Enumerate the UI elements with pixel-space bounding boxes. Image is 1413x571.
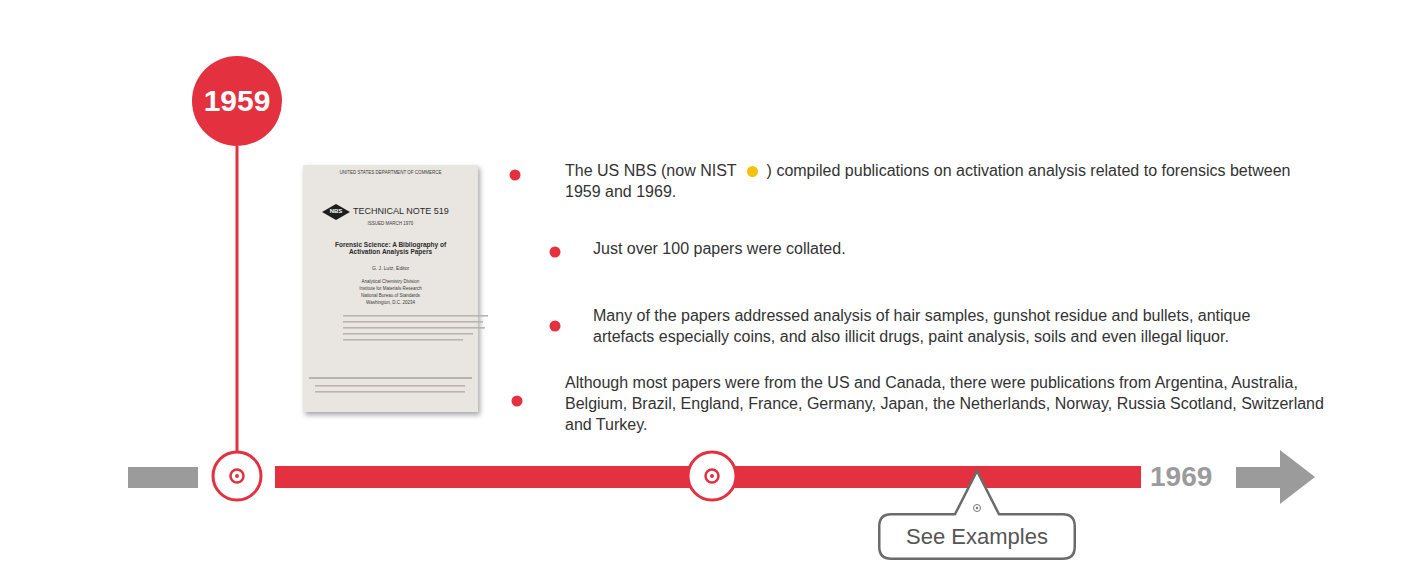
bullet-paragraph: Many of the papers addressed analysis of… (593, 305, 1293, 347)
bullet-dot (510, 170, 521, 181)
cover-text: G. J. Lutz, Editor (303, 266, 478, 272)
year-circle: 1959 (192, 56, 282, 146)
callout-label: See Examples (906, 524, 1048, 550)
bullet-dot (550, 321, 561, 332)
bullet-text: Just over 100 papers were collated. (593, 240, 846, 257)
bullet-paragraph: Although most papers were from the US an… (565, 372, 1335, 435)
end-year: 1969 (1150, 461, 1212, 493)
bullet-dot (512, 396, 523, 407)
cover-text: NBS (322, 208, 350, 215)
callout-box: See Examples (878, 513, 1076, 560)
cover-text: Forensic Science: A Bibliography of Acti… (331, 241, 450, 256)
year-label: 1959 (204, 84, 271, 118)
bullet-text: Although most papers were from the US an… (565, 374, 1324, 433)
bullet-text: The US NBS (now NIST (565, 162, 737, 179)
timeline-marker (688, 452, 736, 500)
document-cover: UNITED STATES DEPARTMENT OF COMMERCE NBST… (303, 165, 478, 412)
bullet-paragraph: Just over 100 papers were collated. (593, 238, 1293, 259)
nist-marker (747, 166, 758, 177)
year-stem (236, 146, 239, 453)
bullet-paragraph: The US NBS (now NIST) compiled publicati… (565, 160, 1305, 202)
timeline-stub (128, 467, 198, 488)
cover-text: National Bureau of Standards (303, 293, 478, 298)
cover-text: Institute for Materials Research (303, 286, 478, 291)
cover-text: Analytical Chemistry Division (303, 279, 478, 284)
bullet-dot (550, 247, 561, 258)
timeline-marker (213, 452, 261, 500)
cover-text: ISSUED MARCH 1970 (303, 221, 478, 226)
cover-text: Washington, D.C. 20234 (303, 300, 478, 305)
bullet-text: Many of the papers addressed analysis of… (593, 307, 1250, 345)
cover-text: UNITED STATES DEPARTMENT OF COMMERCE (303, 170, 478, 175)
arrow-shaft (1236, 467, 1282, 488)
arrow-head (1280, 450, 1315, 504)
cover-text: TECHNICAL NOTE 519 (353, 206, 473, 216)
